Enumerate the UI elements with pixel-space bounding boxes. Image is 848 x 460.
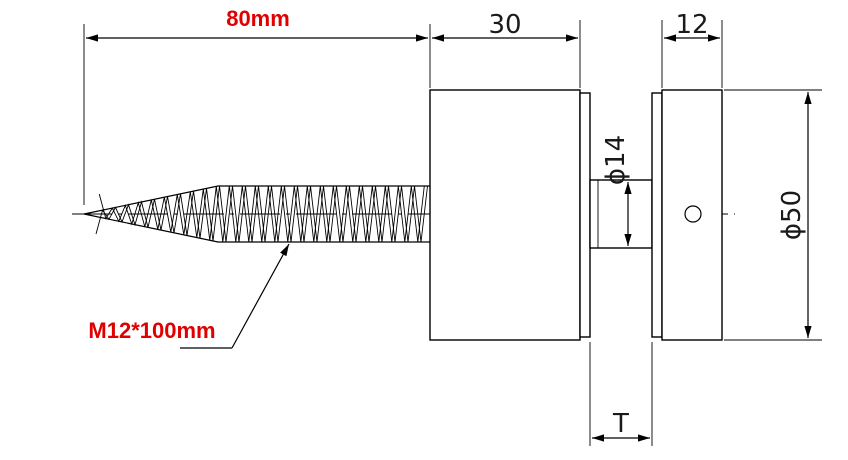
head-diameter-label: ϕ50: [777, 190, 807, 240]
thread-label: M12*100mm: [88, 318, 215, 343]
dim-80mm: 80mm: [83, 6, 431, 205]
dim-phi14: ϕ14: [601, 135, 632, 246]
cap-width-label: 30: [488, 10, 521, 40]
cap-body: [429, 89, 591, 341]
screw: [83, 185, 430, 243]
set-screw-hole: [684, 205, 702, 223]
dim-T: T: [589, 342, 653, 446]
thread-callout: M12*100mm: [88, 243, 290, 349]
length-label: 80mm: [226, 6, 290, 31]
thread-zigzag-back: [98, 185, 425, 243]
dim-phi50: ϕ50: [724, 89, 822, 341]
stem-diameter-label: ϕ14: [601, 135, 631, 185]
screw-threads: [95, 185, 428, 243]
thread-zigzag-front: [95, 185, 428, 243]
dim-12: 12: [661, 10, 723, 88]
gap-label: T: [612, 409, 629, 439]
head-body: [651, 89, 723, 341]
dim-30: 30: [432, 10, 581, 88]
head-width-label: 12: [675, 10, 708, 40]
stem: [589, 179, 653, 249]
